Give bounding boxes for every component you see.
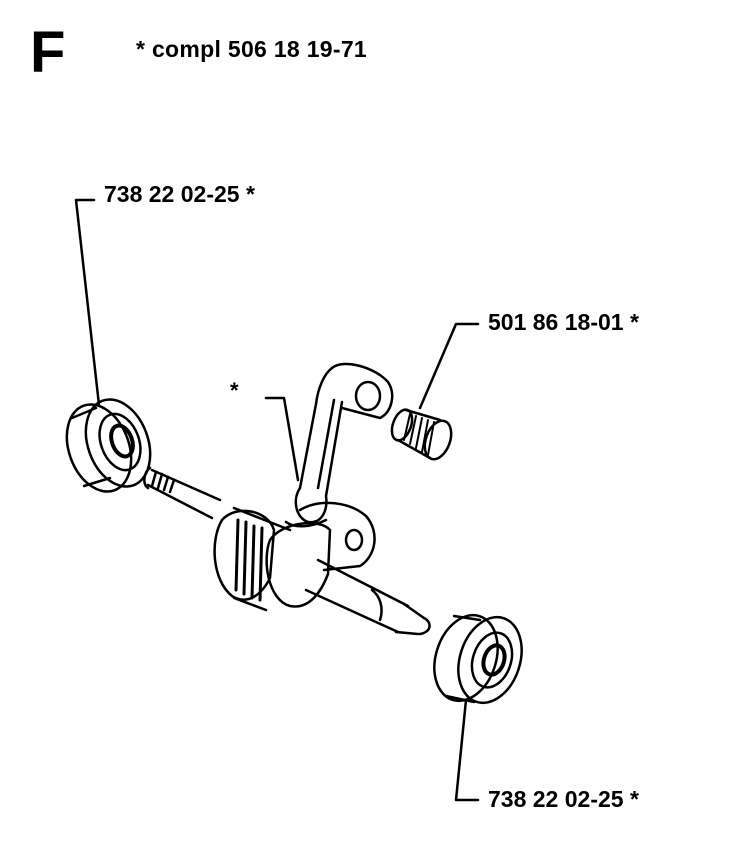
leader-line-top-bearing: [74, 198, 101, 407]
part-label-needle-bearing: 501 86 18-01 *: [488, 309, 639, 335]
crankshaft-right-shaft: [304, 558, 431, 636]
section-letter: F: [30, 20, 66, 85]
connecting-rod: [284, 362, 394, 528]
assembly-part-number: * compl 506 18 19-71: [136, 36, 368, 62]
part-label-bottom-bearing: 738 22 02-25 *: [488, 786, 639, 812]
part-label-top-bearing: 738 22 02-25 *: [104, 181, 255, 207]
needle-bearing: [390, 408, 453, 461]
leader-line-crankshaft: [264, 396, 300, 482]
ball-bearing-right: [433, 613, 523, 705]
crankshaft-webs: [213, 501, 376, 612]
crankshaft-left-stub: [143, 466, 222, 520]
crankshaft-marker: *: [230, 378, 239, 403]
leader-line-needle-bearing: [418, 322, 480, 410]
ball-bearing-left: [65, 398, 152, 493]
leader-line-bottom-bearing: [454, 698, 480, 802]
